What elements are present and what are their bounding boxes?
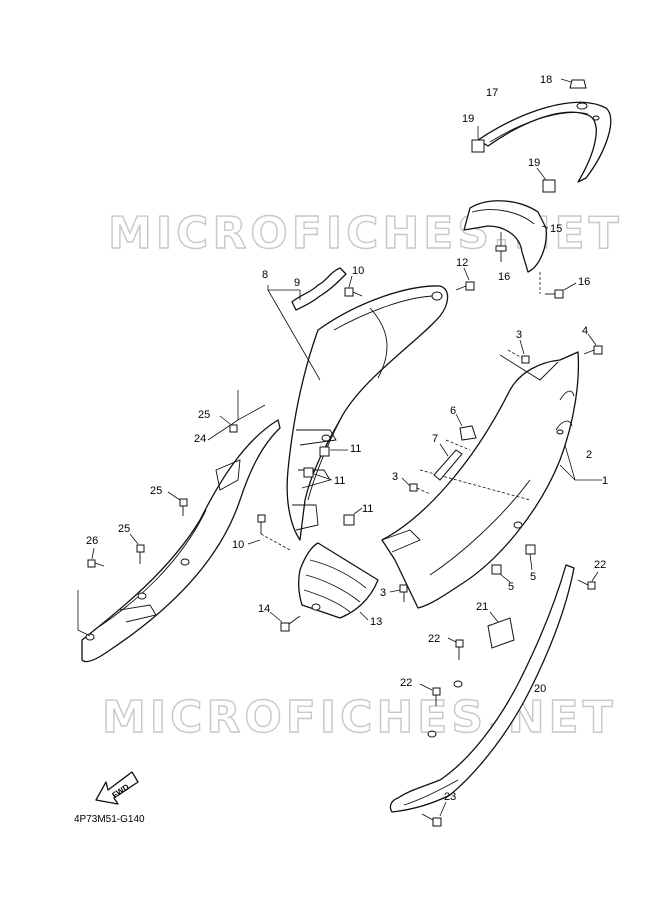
screw-part-23 [421, 801, 447, 827]
callout-3-a: 3 [516, 329, 522, 341]
rear-cover-part-15 [463, 200, 549, 273]
screw-part-22-b [447, 637, 464, 660]
callout-26: 26 [86, 535, 98, 547]
screw-part-25-a [219, 415, 238, 433]
callout-22-b: 22 [428, 633, 440, 645]
screw-part-12 [455, 267, 475, 291]
callout-23: 23 [444, 791, 456, 803]
fwd-arrow-icon: FWD [95, 771, 139, 805]
callout-10-a: 10 [352, 265, 364, 277]
callout-7: 7 [432, 433, 438, 445]
callout-1: 1 [602, 475, 608, 487]
hidden-line-2 [445, 439, 471, 451]
clip-part-19-b [536, 167, 556, 193]
callout-9: 9 [294, 277, 300, 289]
callout-14: 14 [258, 603, 270, 615]
callout-3-b: 3 [392, 471, 398, 483]
callout-2: 2 [586, 449, 592, 461]
callout-19-a: 19 [462, 113, 474, 125]
screw-part-26 [87, 547, 105, 568]
callout-25-b: 25 [150, 485, 162, 497]
callout-15: 15 [550, 223, 562, 235]
callout-10-b: 10 [232, 539, 244, 551]
screw-part-22-a [577, 571, 599, 590]
callout-12: 12 [456, 257, 468, 269]
diagram-code: 4P73M51-G140 [74, 814, 145, 825]
damper-part-21 [487, 611, 515, 649]
screw-part-25-c [129, 533, 145, 564]
callout-8: 8 [262, 269, 268, 281]
screw-part-10-b [247, 514, 291, 551]
clip-part-19-a [471, 126, 485, 153]
callout-11-c: 11 [362, 503, 373, 515]
screw-part-3-b [401, 477, 431, 495]
screw-part-25-b [167, 491, 188, 516]
clip-part-11-b [303, 467, 333, 481]
callout-6: 6 [450, 405, 456, 417]
callout-22-c: 22 [400, 677, 412, 689]
callout-16-b: 16 [578, 276, 590, 288]
screw-part-3-c [389, 584, 408, 602]
callout-17: 17 [486, 87, 498, 99]
callout-19-b: 19 [528, 157, 540, 169]
callout-5-a: 5 [508, 581, 514, 593]
side-cover-part-1 [381, 351, 580, 609]
callout-11-a: 11 [350, 443, 361, 455]
screw-part-14 [269, 611, 301, 632]
callout-11-b: 11 [334, 475, 345, 487]
watermark-bottom: MICROFICHES.NET [102, 692, 617, 743]
clip-part-5-a [491, 564, 511, 583]
damper-part-6 [455, 413, 477, 441]
leader-1-2 [559, 444, 602, 481]
clip-part-11-a [319, 446, 348, 457]
hidden-line-1 [419, 469, 531, 501]
nut-part-18 [560, 78, 587, 89]
screw-part-16-a [495, 232, 507, 262]
strip-part-7 [433, 443, 463, 481]
leader-8-9 [267, 285, 321, 381]
front-panel-part-24 [81, 419, 281, 663]
clip-part-5-b [525, 544, 536, 571]
callout-20: 20 [534, 683, 546, 695]
leader-26 [77, 590, 91, 637]
callout-24: 24 [194, 433, 206, 445]
callout-16-a: 16 [498, 271, 510, 283]
callout-3-c: 3 [380, 587, 386, 599]
gasket-part-9 [291, 267, 347, 311]
callout-22-a: 22 [594, 559, 606, 571]
callout-25-a: 25 [198, 409, 210, 421]
leader-24 [207, 390, 266, 441]
lower-rail-part-20 [389, 564, 575, 813]
grab-bar-part-17 [477, 101, 612, 183]
callout-21: 21 [476, 601, 488, 613]
screw-part-4 [583, 333, 603, 355]
clip-part-11-c [343, 507, 363, 526]
screw-part-22-c [419, 683, 441, 706]
screw-part-10-a [344, 275, 363, 297]
callout-13: 13 [370, 616, 382, 628]
callout-18: 18 [540, 74, 552, 86]
screw-part-16-b [539, 272, 577, 299]
side-cover-part-8 [286, 285, 449, 541]
callout-25-c: 25 [118, 523, 130, 535]
screw-part-3-a [507, 339, 530, 364]
callout-4: 4 [582, 325, 588, 337]
side-panel-part-13 [298, 542, 379, 621]
callout-5-b: 5 [530, 571, 536, 583]
